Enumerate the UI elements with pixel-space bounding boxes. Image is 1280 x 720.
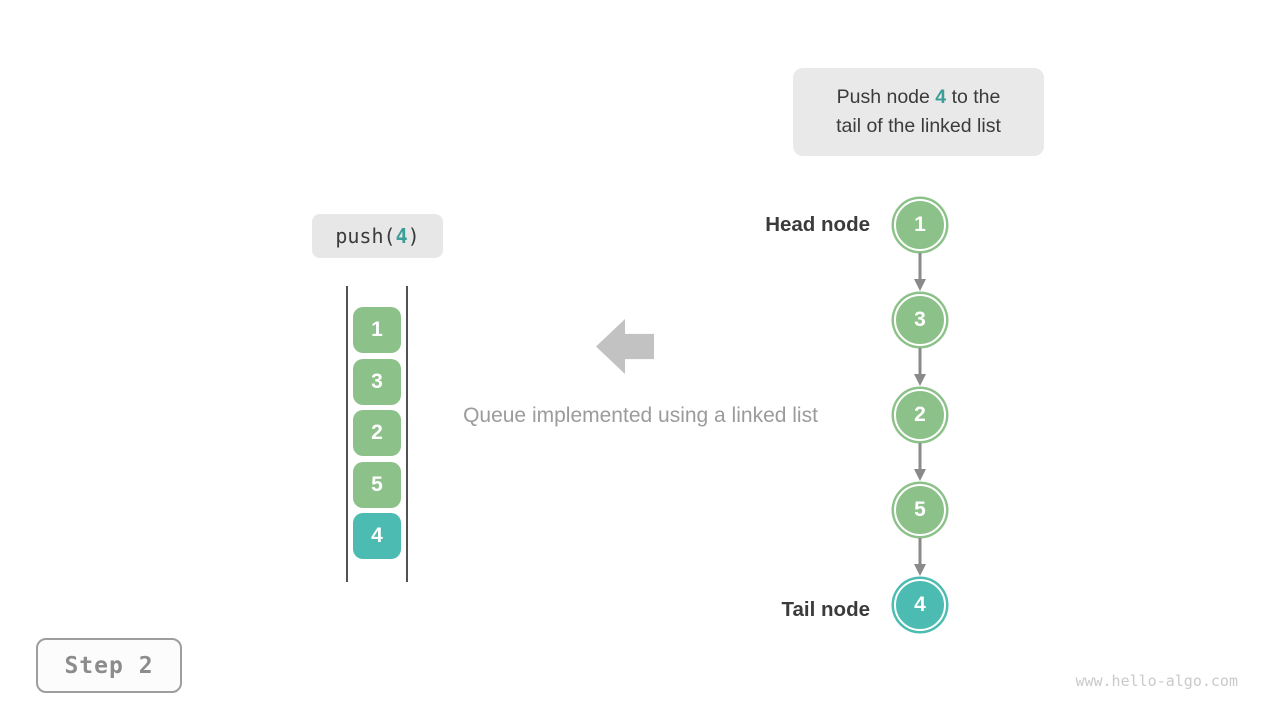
- queue-item: 5: [353, 461, 401, 508]
- container-wall-left: [346, 286, 348, 582]
- watermark: www.hello-algo.com: [1075, 672, 1238, 690]
- container-wall-right: [406, 286, 408, 582]
- list-node: 3: [894, 293, 946, 346]
- annotation-line-1: Push node 4 to the: [837, 83, 1001, 112]
- list-node-value: 1: [914, 212, 926, 236]
- annotation-text-pre: Push node: [836, 86, 936, 108]
- left-block-arrow-icon: [596, 319, 654, 374]
- step-badge: Step 2: [36, 638, 182, 693]
- annotation-value: 4: [935, 86, 947, 108]
- annotation-text-post: to the: [946, 86, 1001, 108]
- list-node-value: 3: [914, 307, 926, 331]
- push-call-value: 4: [395, 224, 408, 248]
- queue-item-value: 2: [371, 421, 383, 444]
- head-node-label: Head node: [765, 213, 870, 236]
- queue-item: 3: [353, 358, 401, 405]
- annotation-line-2: tail of the linked list: [836, 115, 1001, 137]
- annotation-box: Push node 4 to the tail of the linked li…: [793, 68, 1044, 156]
- list-node: 4: [894, 578, 946, 631]
- queue-item-value: 5: [371, 472, 383, 496]
- list-node: 1: [894, 198, 946, 251]
- list-node-value: 5: [914, 497, 926, 521]
- queue-container: 1 3 2 5 4: [346, 286, 408, 582]
- arrow-down-icon: [913, 443, 927, 481]
- queue-item: 2: [353, 410, 401, 456]
- queue-item-value: 1: [371, 318, 383, 341]
- list-node: 5: [894, 483, 946, 536]
- arrow-down-icon: [913, 253, 927, 291]
- queue-item-value: 4: [371, 524, 383, 547]
- queue-items: 1 3 2 5 4: [353, 307, 401, 559]
- arrow-down-icon: [913, 348, 927, 386]
- linked-list: 1 3 2 5 4: [891, 196, 949, 633]
- list-node-value: 4: [914, 592, 926, 616]
- push-call-post: ): [407, 224, 420, 248]
- caption: Queue implemented using a linked list: [463, 404, 818, 427]
- queue-item-value: 3: [371, 369, 383, 393]
- arrow-down-icon: [913, 538, 927, 576]
- step-badge-label: Step 2: [64, 652, 154, 679]
- list-node: 2: [894, 388, 946, 441]
- list-node-value: 2: [914, 402, 926, 426]
- tail-node-label: Tail node: [781, 598, 870, 621]
- queue-item: 1: [353, 307, 401, 353]
- push-call-pre: push(: [335, 224, 396, 248]
- push-call-label: push(4): [312, 214, 443, 258]
- queue-item: 4: [353, 513, 401, 559]
